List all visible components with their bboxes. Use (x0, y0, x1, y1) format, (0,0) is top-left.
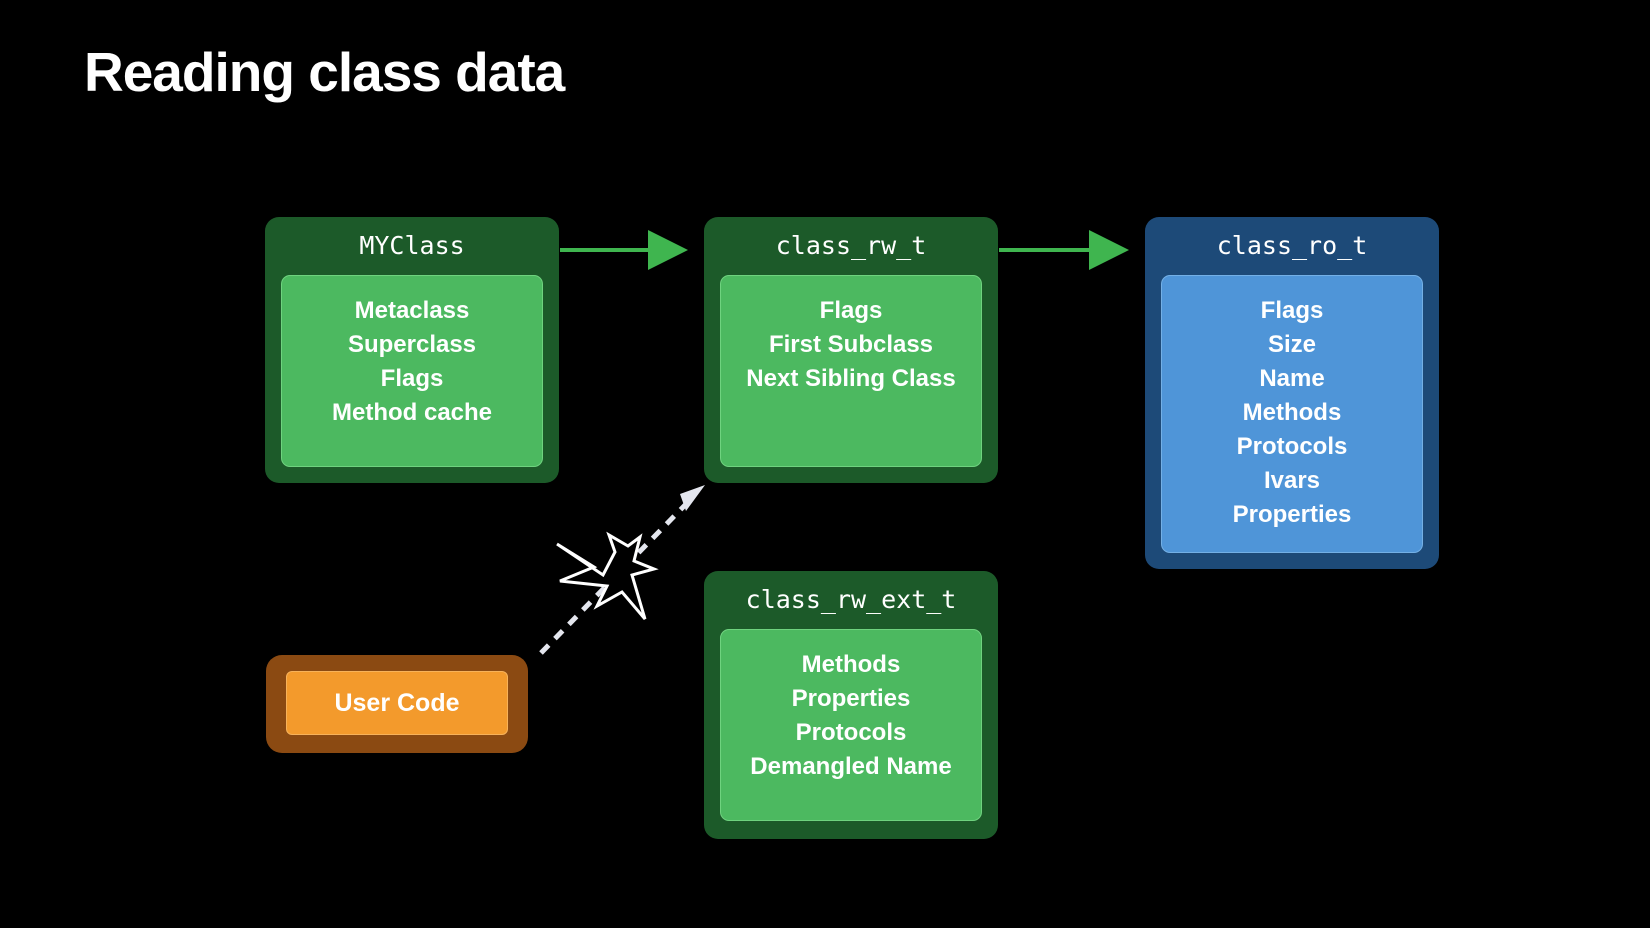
field-method-cache: Method cache (331, 399, 493, 426)
collision-burst-icon (556, 531, 659, 620)
field-protocols: Protocols (1236, 433, 1348, 460)
class-rw-ext-header: class_rw_ext_t (745, 585, 957, 614)
class-rw-header: class_rw_t (775, 231, 927, 260)
class-rw-ext-fields: Methods Properties Protocols Demangled N… (720, 629, 982, 821)
field-demangled-name: Demangled Name (750, 753, 952, 780)
field-superclass: Superclass (347, 331, 477, 358)
field-next-sibling-class: Next Sibling Class (746, 365, 956, 392)
dashed-arrow-head (680, 485, 705, 511)
field-flags: Flags (1260, 297, 1324, 324)
class-ro-fields: Flags Size Name Methods Protocols Ivars … (1161, 275, 1423, 553)
field-flags: Flags (819, 297, 883, 324)
myclass-box: MYClass Metaclass Superclass Flags Metho… (265, 217, 559, 483)
class-ro-header: class_ro_t (1216, 231, 1368, 260)
field-properties: Properties (1232, 501, 1352, 528)
field-properties: Properties (791, 685, 911, 712)
field-name: Name (1259, 365, 1325, 392)
class-rw-ext-box: class_rw_ext_t Methods Properties Protoc… (704, 571, 998, 839)
field-methods: Methods (1242, 399, 1342, 426)
field-size: Size (1267, 331, 1317, 358)
class-rw-fields: Flags First Subclass Next Sibling Class (720, 275, 982, 467)
user-code-box: User Code (266, 655, 528, 753)
myclass-header: MYClass (359, 231, 465, 260)
field-methods: Methods (801, 651, 901, 678)
user-code-label: User Code (286, 671, 508, 735)
field-flags: Flags (380, 365, 444, 392)
field-first-subclass: First Subclass (768, 331, 934, 358)
class-ro-box: class_ro_t Flags Size Name Methods Proto… (1145, 217, 1439, 569)
field-protocols: Protocols (795, 719, 907, 746)
class-rw-box: class_rw_t Flags First Subclass Next Sib… (704, 217, 998, 483)
myclass-fields: Metaclass Superclass Flags Method cache (281, 275, 543, 467)
field-metaclass: Metaclass (354, 297, 470, 324)
field-ivars: Ivars (1263, 467, 1321, 494)
slide-title: Reading class data (84, 41, 565, 103)
